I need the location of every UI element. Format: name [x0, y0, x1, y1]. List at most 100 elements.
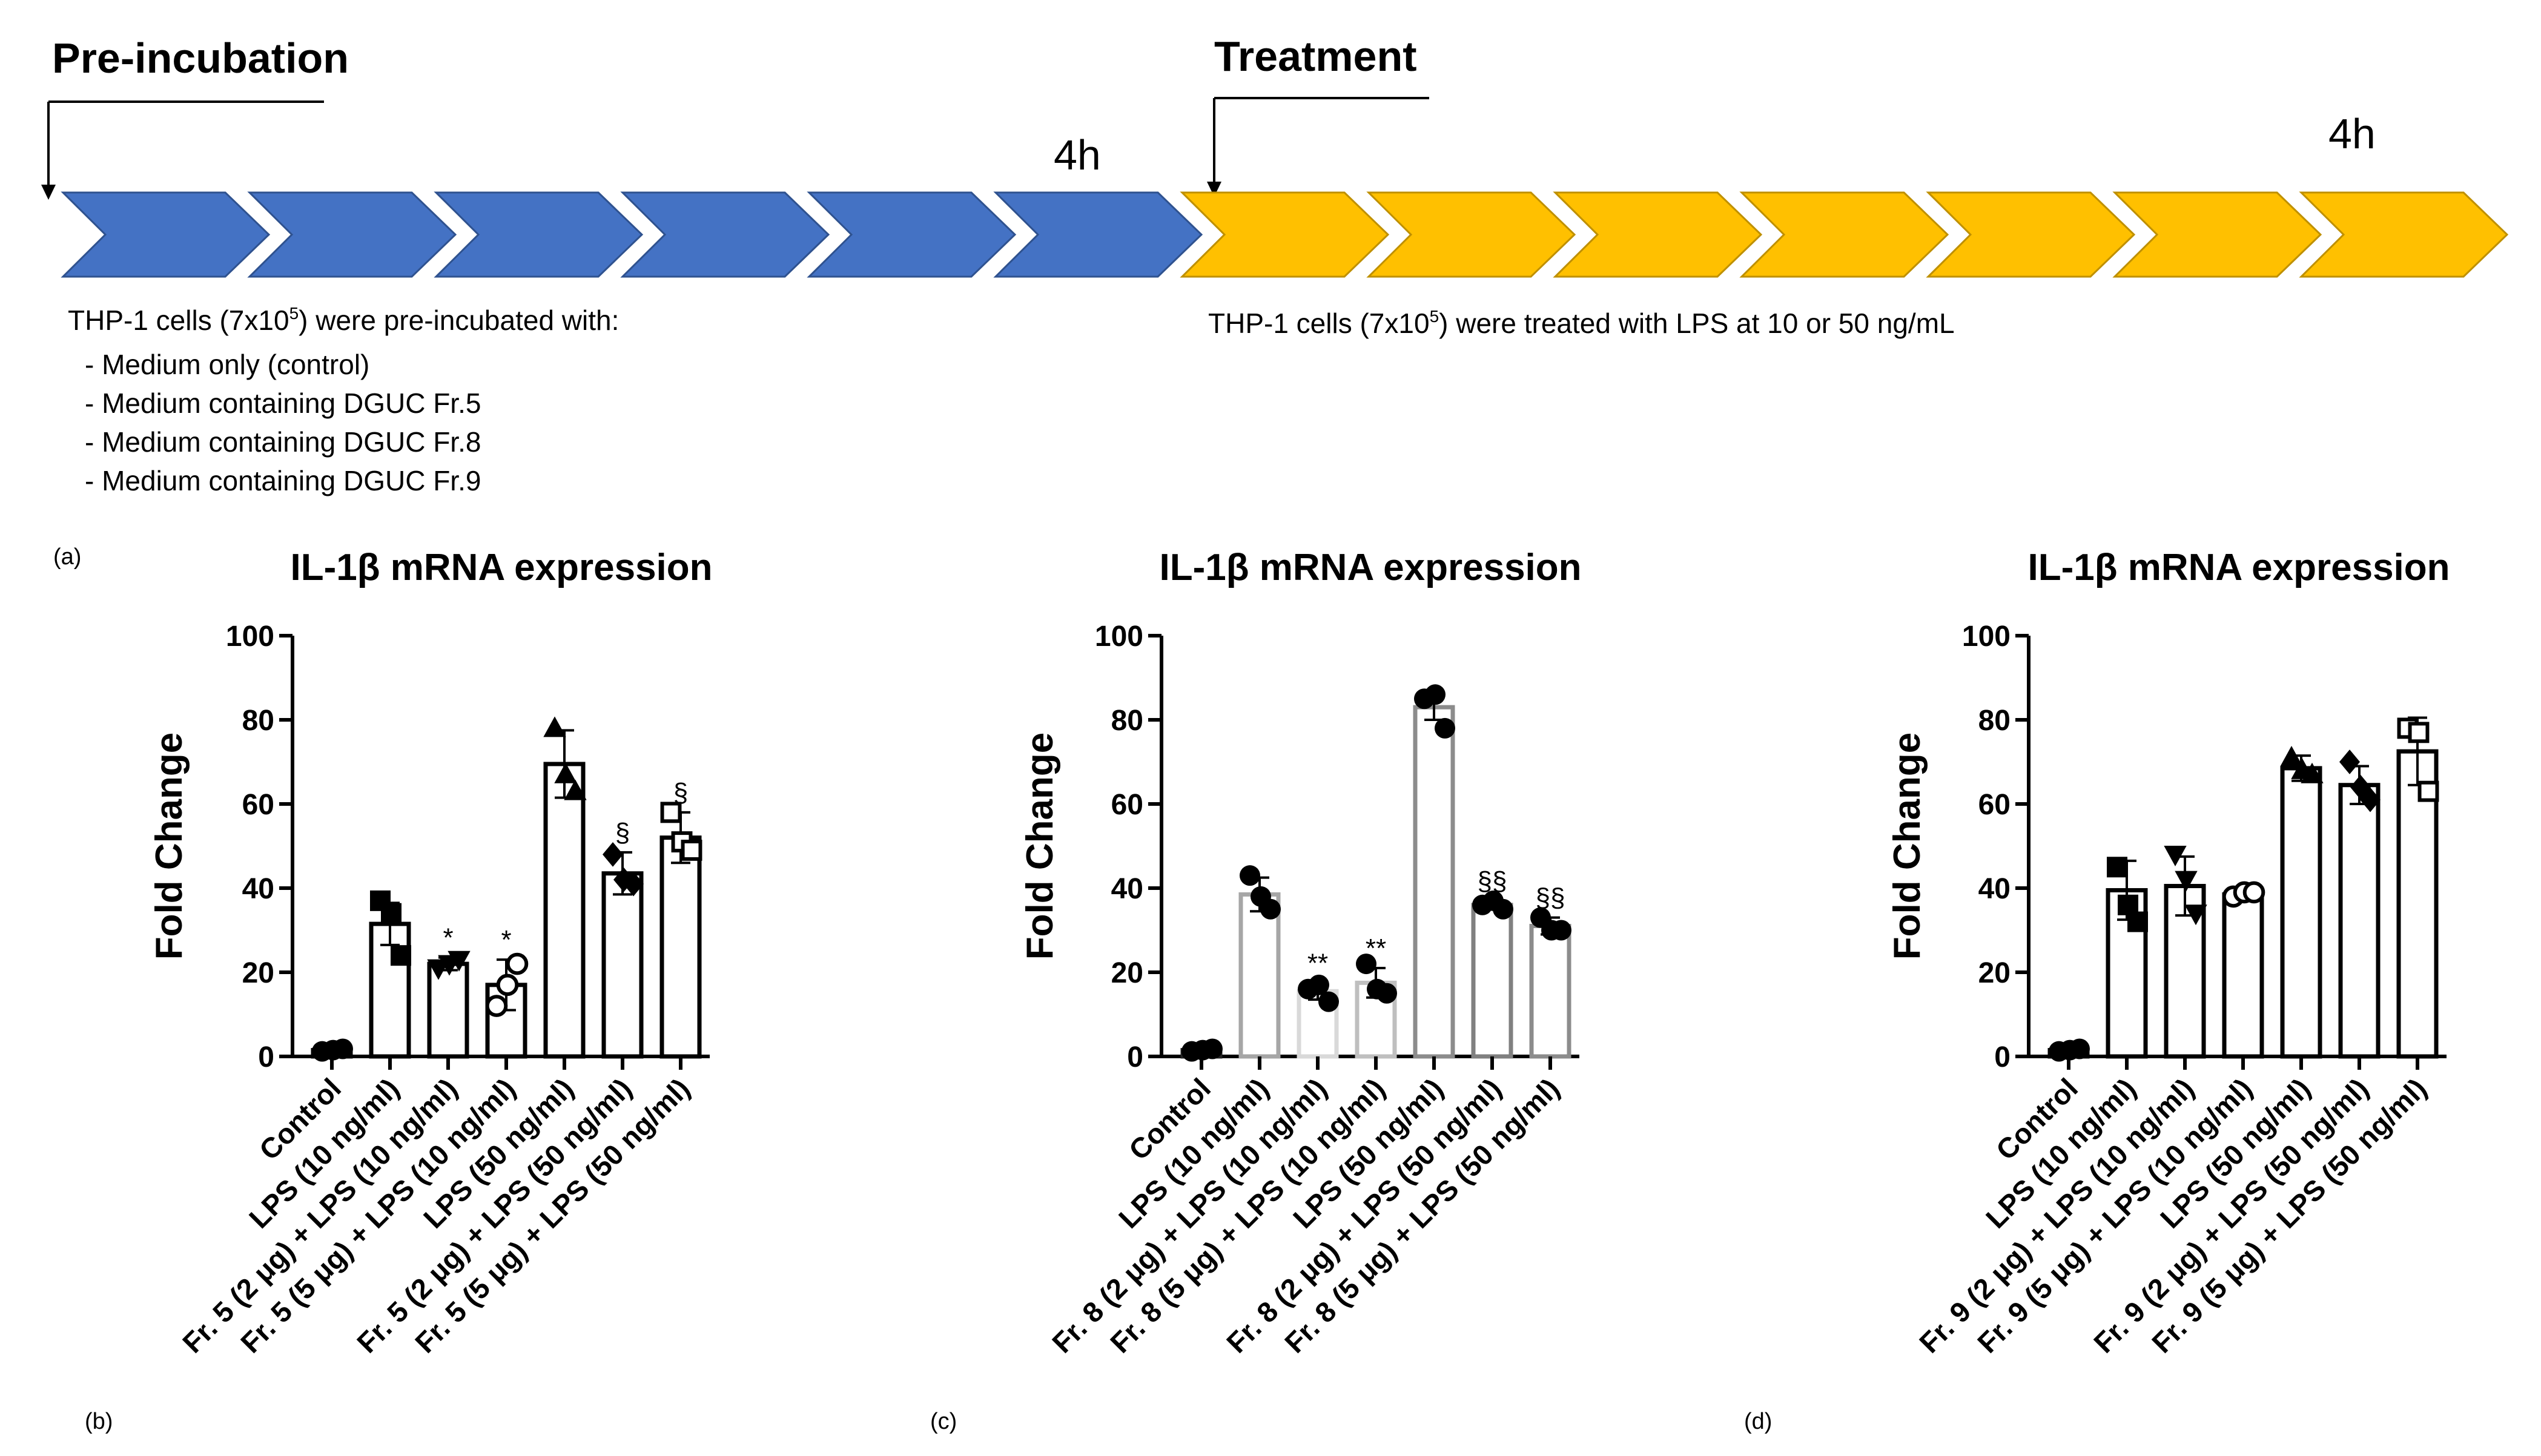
pre-condition-list: - Medium only (control) - Medium containi…	[85, 349, 481, 496]
data-point	[1240, 865, 1260, 886]
panel-label-b: (b)	[85, 1409, 113, 1434]
data-point	[1260, 898, 1281, 920]
data-point	[1356, 954, 1376, 975]
treat-duration-label: 4h	[2328, 110, 2376, 157]
pre-condition-item: - Medium only (control)	[85, 349, 369, 380]
bar	[2280, 766, 2322, 1059]
y-tick-label: 0	[258, 1041, 274, 1073]
y-axis-label: Fold Change	[148, 733, 190, 960]
significance-marker: **	[1307, 948, 1328, 978]
bar	[2396, 749, 2439, 1059]
bar	[1238, 892, 1281, 1059]
y-axis-label: Fold Change	[1886, 733, 1928, 960]
preincubation-chevron-2	[247, 191, 457, 278]
data-point	[2417, 780, 2439, 802]
data-point	[1318, 991, 1339, 1012]
protocol-timeline: Pre-incubation Treatment 4h 4h THP-1 cel…	[41, 33, 2509, 570]
treatment-chevron-11	[1926, 191, 2136, 278]
preincubation-chevron-4	[620, 191, 830, 278]
data-point	[2408, 722, 2430, 743]
data-point	[2107, 857, 2127, 878]
y-tick-label: 40	[242, 873, 274, 905]
data-point	[332, 1038, 353, 1059]
treat-description: THP-1 cells (7x105) were treated with LP…	[1208, 307, 1955, 339]
data-point	[2184, 904, 2207, 926]
panel-label-c: (c)	[930, 1409, 957, 1434]
y-tick-label: 60	[1978, 789, 2011, 821]
data-point	[2360, 787, 2381, 812]
significance-marker: *	[501, 925, 511, 955]
bar	[1529, 924, 1571, 1059]
bar	[543, 762, 586, 1059]
y-tick-label: 80	[242, 705, 274, 737]
preincubation-arrow-head	[41, 185, 56, 200]
data-point	[603, 842, 623, 867]
significance-marker: §§	[1478, 866, 1507, 896]
bar	[659, 835, 702, 1059]
y-tick-label: 40	[1978, 873, 2011, 905]
data-point	[564, 779, 587, 800]
data-point	[660, 802, 682, 823]
data-point	[2242, 881, 2265, 904]
treatment-arrow-head	[1207, 182, 1221, 197]
y-axis-label: Fold Change	[1019, 733, 1061, 960]
data-point	[613, 867, 634, 892]
preincubation-chevron-3	[434, 191, 644, 278]
data-point	[2280, 746, 2303, 766]
data-point	[381, 903, 401, 924]
data-point	[2301, 762, 2324, 783]
preincubation-chevron-6	[993, 191, 1203, 278]
panel-label-d: (d)	[1744, 1409, 1772, 1434]
bar	[1471, 903, 1513, 1059]
y-tick-label: 80	[1111, 705, 1143, 737]
data-point	[1202, 1038, 1223, 1059]
pre-duration-label: 4h	[1054, 131, 1101, 179]
significance-marker: *	[443, 923, 453, 953]
y-tick-label: 60	[1111, 789, 1143, 821]
data-point	[391, 945, 411, 966]
preincubation-chevron-5	[807, 191, 1017, 278]
significance-marker: **	[1366, 934, 1386, 963]
data-point	[2350, 774, 2371, 800]
y-tick-label: 20	[1978, 957, 2011, 989]
pre-condition-item: - Medium containing DGUC Fr.5	[85, 387, 481, 419]
significance-marker: §	[615, 818, 630, 848]
data-point	[1551, 920, 1571, 941]
data-point	[485, 995, 508, 1017]
treatment-chevron-7	[1180, 191, 1390, 278]
data-point	[1435, 717, 1455, 739]
treatment-chevron-13	[2299, 191, 2509, 278]
y-tick-label: 0	[1994, 1041, 2011, 1073]
y-tick-label: 60	[242, 789, 274, 821]
data-point	[506, 952, 529, 975]
preincubation-chevron-1	[61, 191, 271, 278]
data-point	[2339, 749, 2360, 774]
data-point	[2175, 871, 2198, 892]
data-point	[623, 871, 644, 897]
treatment-title: Treatment	[1214, 33, 1417, 80]
bar	[1413, 705, 1455, 1059]
y-tick-label: 100	[1962, 621, 2011, 653]
panel-label-a: (a)	[53, 544, 81, 570]
treatment-chevron-9	[1553, 191, 1763, 278]
pre-condition-item: - Medium containing DGUC Fr.8	[85, 426, 481, 458]
significance-marker: §§	[1536, 883, 1565, 913]
data-point	[2164, 845, 2187, 866]
chart-title: IL-1β mRNA expression	[290, 547, 712, 588]
preincubation-title: Pre-incubation	[52, 35, 349, 82]
y-tick-label: 40	[1111, 873, 1143, 905]
y-tick-label: 100	[226, 621, 274, 653]
y-tick-label: 100	[1095, 621, 1143, 653]
treatment-chevron-12	[2112, 191, 2322, 278]
treatment-chevron-8	[1366, 191, 1576, 278]
y-tick-label: 0	[1127, 1041, 1143, 1073]
data-point	[543, 716, 566, 737]
data-point	[681, 840, 702, 861]
bar	[601, 871, 644, 1059]
bar	[427, 961, 469, 1059]
